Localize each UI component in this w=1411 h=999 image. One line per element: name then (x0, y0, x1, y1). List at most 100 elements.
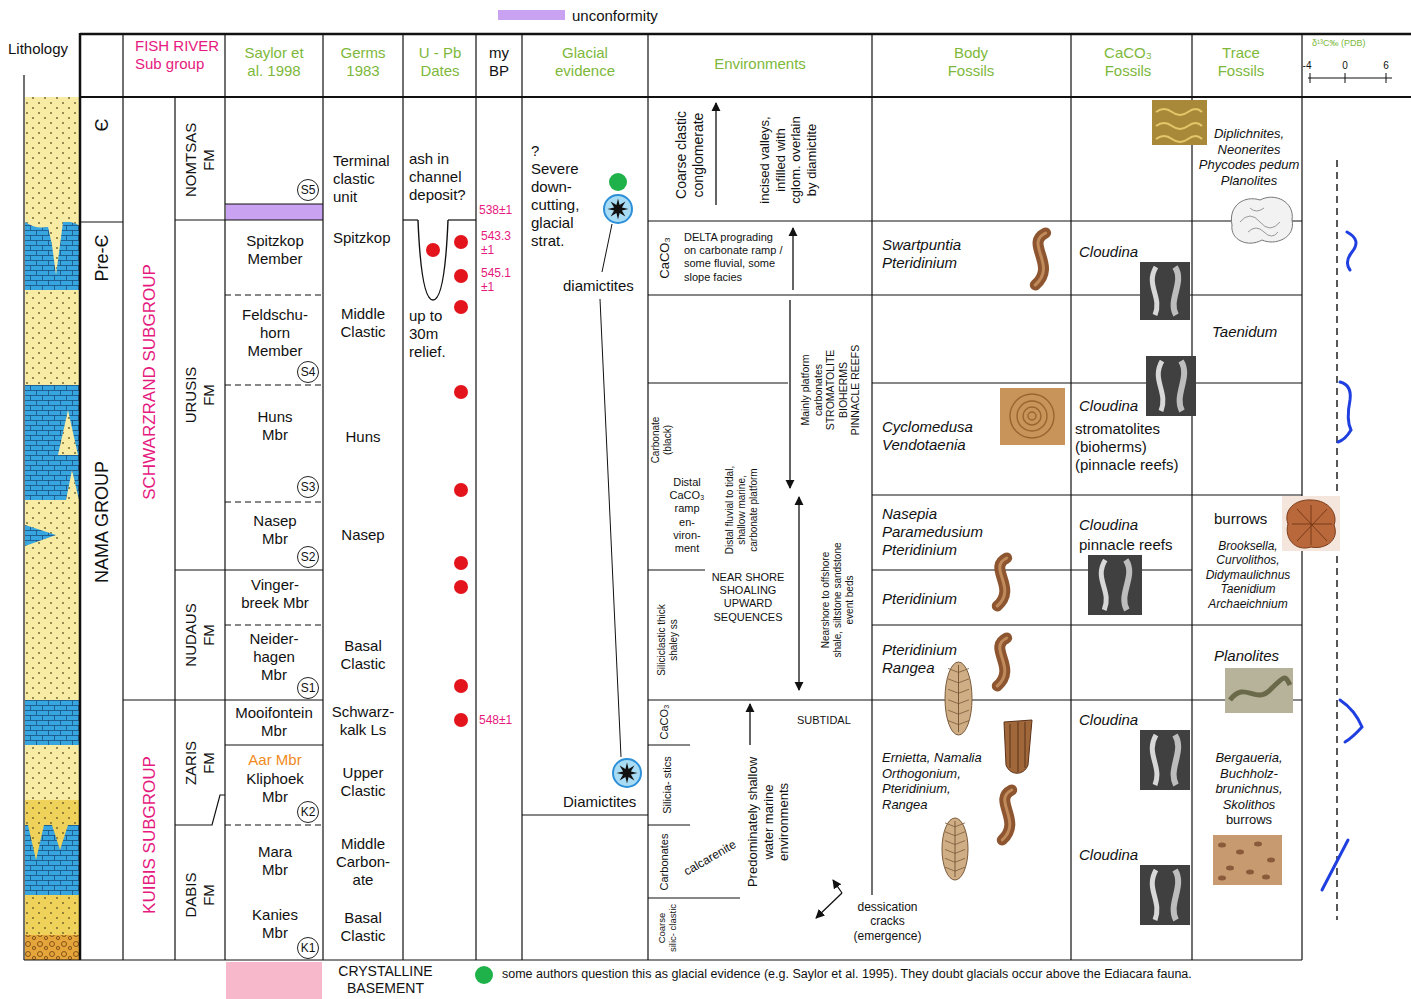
rule-line (648, 220, 1302, 221)
cyclomedusa-ring (1028, 412, 1036, 420)
unconformity-bar (226, 204, 323, 220)
sequence-circle: S4 (297, 361, 319, 383)
lithology-detail (58, 410, 78, 455)
diamictite-star (608, 199, 629, 220)
rule-line (175, 699, 323, 700)
chart-label: Vinger- breek Mbr (236, 576, 314, 612)
lithology-detail (52, 825, 68, 850)
date-dot (426, 243, 440, 257)
cyclomedusa-ring (1023, 407, 1041, 425)
chart-label: Spitzkop Member (236, 232, 314, 268)
chart-label: Trace Fossils (1206, 44, 1276, 80)
ernietta-ribs (1010, 722, 1025, 772)
chart-label: NEAR SHORE SHOALING UPWARD SEQUENCES (702, 571, 794, 624)
basement-box (226, 962, 322, 999)
burrow-mark (1236, 850, 1244, 855)
chart-label: CRYSTALLINE BASEMENT (328, 963, 443, 997)
rule-line (225, 384, 323, 385)
sequence-circle: S2 (297, 546, 319, 568)
chart-label: Distal CaCO₃ ramp en- viron- ment (668, 476, 706, 555)
rule-line (225, 624, 323, 625)
rule-line (175, 219, 323, 220)
rule-line (225, 203, 323, 204)
rule-line (600, 299, 621, 757)
cloudina-tube (1174, 735, 1179, 785)
date-dot (454, 300, 468, 314)
cloudina-photo (1140, 730, 1190, 790)
cloudina-photo (1088, 555, 1142, 615)
chart-label: Middle Clastic (326, 305, 400, 341)
chart-label: SCHWARZRAND SUBGROUP (140, 247, 160, 517)
chart-label: Planolites (1214, 647, 1294, 665)
trend-arrow (816, 893, 842, 918)
trace-marks (1156, 109, 1202, 142)
chart-label: URUSIS FM (182, 365, 218, 425)
burrow-mark (1267, 858, 1275, 863)
sequence-circle: S1 (297, 677, 319, 699)
chart-label: Nasepia Paramedusium Pteridinium (882, 505, 992, 559)
cloudina-tube (1124, 560, 1129, 610)
lithology-detail (47, 222, 63, 275)
questioned-glacial-dot (609, 173, 627, 191)
planolites-photo (1225, 668, 1293, 713)
chart-label: Saylor et al. 1998 (237, 44, 311, 80)
chart-label: Brooksella, Curvolithos, Didymaulichnus … (1194, 539, 1302, 611)
rule-line (225, 824, 323, 825)
rule-line (80, 96, 1411, 98)
chart-label: Environments (648, 55, 872, 73)
rule-line (648, 897, 740, 898)
rangea-axis (958, 665, 959, 732)
pteridinium-body (997, 638, 1006, 686)
planolites-trail (1230, 678, 1290, 700)
sequence-code: S3 (301, 480, 316, 494)
chart-label: up to 30m relief. (409, 307, 473, 361)
lithology-detail (25, 221, 80, 227)
burrow-photo (1282, 496, 1340, 551)
cyclomedusa-ring (1010, 394, 1054, 438)
sequence-circle: K1 (297, 937, 319, 959)
chart-label: Coarse clastic conglomerate (673, 100, 707, 210)
cloudina-tube (1180, 361, 1185, 411)
chart-label: Feldschu- horn Member (240, 306, 310, 360)
chart-label: δ¹³C‰ (PDB) (1312, 38, 1402, 49)
chart-label: KUIBIS SUBGROUP (140, 735, 160, 935)
cloudina-photo (1140, 865, 1190, 925)
crumpled-folds (1240, 208, 1280, 236)
rule-line (174, 97, 175, 960)
date-dot (454, 679, 468, 693)
chart-label: calcarenite (672, 832, 748, 884)
burrow-mark (1262, 875, 1270, 880)
burrow-mark (1218, 843, 1226, 848)
chart-label: U - Pb Dates (410, 44, 470, 80)
sequence-circle: K2 (297, 801, 319, 823)
lithology-bed (25, 895, 80, 935)
chart-label: Lithology (8, 40, 83, 58)
trace-fossil-photo (1152, 100, 1207, 145)
pteridinium-highlight (1035, 233, 1045, 285)
chart-label: incised valleys, infilled with cglom. ov… (757, 114, 819, 206)
chart-label: Schwarz- kalk Ls (330, 703, 396, 739)
pteridinium-highlight (997, 638, 1006, 686)
rule-line (1191, 33, 1192, 960)
lithology-bed (25, 800, 80, 825)
chart-label: Kanies Mbr (240, 906, 310, 942)
chart-label: CaCO₃ Fossils (1088, 44, 1168, 80)
photo-ground (1140, 262, 1190, 320)
chart-label: DABIS FM (182, 870, 218, 920)
cloudina-tube (1152, 735, 1157, 785)
sequence-circle: S5 (297, 179, 319, 201)
diamictite-ring (613, 759, 641, 787)
burrow-mark (1246, 870, 1254, 875)
pteridinium-highlight (1002, 790, 1011, 840)
chart-label: stromatolites (bioherms) (pinnacle reefs… (1075, 420, 1190, 474)
chart-label: Diplichnites, Neonerites Phycodes pedum … (1194, 126, 1304, 188)
chart-label: Pre-Є (92, 228, 114, 288)
lithology-bed (25, 290, 80, 385)
chart-label: 543.3 ±1 (481, 229, 521, 258)
burrow-grooves (1292, 505, 1332, 545)
sequence-code: S5 (301, 183, 316, 197)
cloudina-tube (1174, 267, 1179, 315)
chart-label: Mainly platform carbonates STROMATOLITE … (799, 336, 862, 444)
pteridinium-drawing (1002, 790, 1011, 840)
rangea-frond (945, 662, 972, 735)
